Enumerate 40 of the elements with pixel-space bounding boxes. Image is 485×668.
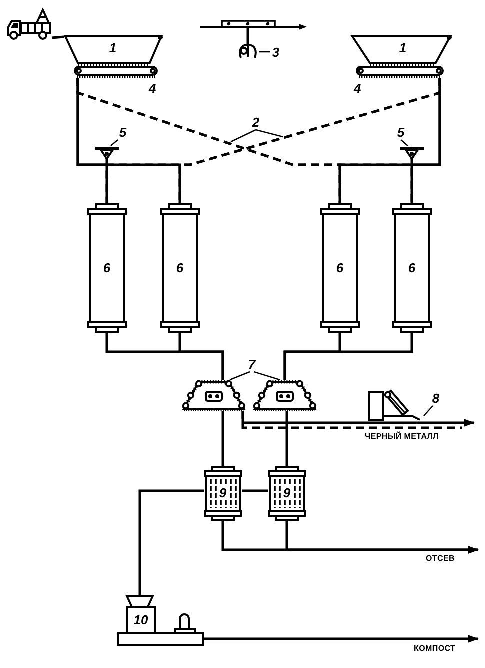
callout-number: 2 — [250, 114, 262, 130]
flow-line — [178, 333, 224, 380]
callout-number: 5 — [117, 124, 129, 140]
flow-line — [286, 411, 288, 466]
callout-number: 3 — [270, 44, 282, 60]
callout-number: 9 — [218, 486, 228, 500]
leader-line — [110, 140, 118, 146]
leader-line — [230, 371, 250, 381]
flow-line — [52, 36, 64, 40]
edge-label: ОТСЕВ — [425, 555, 456, 563]
flow-line — [222, 411, 224, 466]
callout-number: 4 — [354, 82, 362, 95]
leader-line — [230, 129, 256, 143]
leader-line — [400, 140, 408, 146]
flow-line — [76, 78, 182, 203]
callout-number: 1 — [399, 42, 407, 54]
flow-line — [138, 490, 204, 595]
flow-line — [242, 490, 268, 492]
flow-line — [410, 78, 442, 203]
callout-number: 6 — [408, 262, 416, 274]
callout-number: 1 — [109, 42, 117, 54]
flow-arrow — [286, 521, 479, 554]
leader-line — [256, 129, 284, 138]
flow-line — [284, 333, 414, 380]
callout-number: 6 — [103, 262, 111, 274]
flow-arrow — [242, 411, 475, 427]
leader-line — [259, 51, 270, 53]
callout-number: 7 — [246, 356, 258, 372]
callout-number: 6 — [336, 262, 344, 274]
leader-line — [254, 371, 280, 381]
edge-label: ЧЕРНЫЙ МЕТАЛЛ — [364, 433, 440, 441]
callout-number: 4 — [149, 82, 156, 95]
flow-arrow — [204, 635, 479, 643]
callout-number: 10 — [134, 614, 148, 626]
leader-line — [424, 406, 434, 416]
callout-number: 5 — [395, 124, 407, 140]
callout-number: 6 — [176, 262, 184, 274]
callout-number: 9 — [282, 486, 292, 500]
callout-number: 8 — [430, 390, 442, 406]
edge-label: КОМПОСТ — [413, 645, 457, 653]
